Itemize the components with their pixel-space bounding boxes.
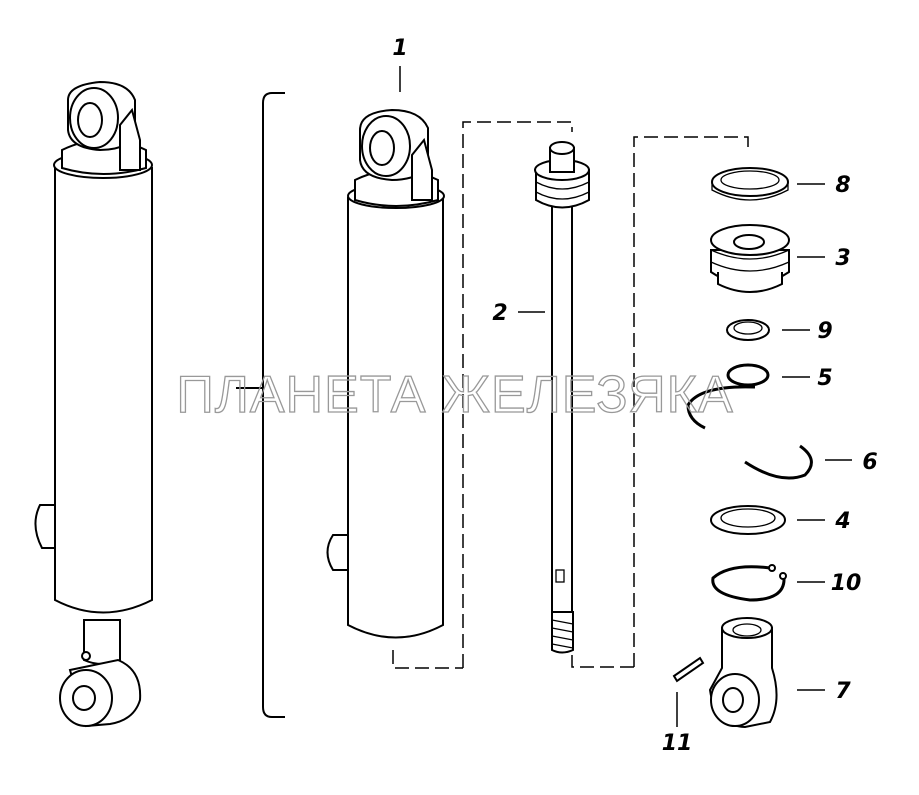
callout-1: 1 [392, 36, 407, 61]
pin-11 [672, 656, 705, 683]
side-port [34, 504, 57, 549]
callout-10: 10 [831, 571, 862, 596]
ring-4 [710, 505, 786, 535]
callout-9: 9 [817, 319, 832, 344]
cylinder-body [326, 108, 445, 639]
ring-8 [711, 167, 789, 201]
ring-9 [726, 319, 770, 341]
piston-rod [534, 141, 590, 654]
callout-7: 7 [835, 679, 851, 704]
snap-ring-6 [686, 385, 813, 480]
retaining-ring-10 [711, 564, 787, 602]
callout-4: 4 [834, 509, 850, 534]
rod-group-line [462, 121, 573, 668]
eye-7 [708, 617, 778, 729]
seal-group-line [633, 136, 749, 667]
watermark: ПЛАНЕТА ЖЕЛЕЗЯКА [176, 366, 733, 424]
callout-11: 11 [662, 731, 693, 756]
callout-2: 2 [492, 301, 507, 326]
assembly-bracket [262, 92, 285, 718]
assembled-cylinder [34, 80, 153, 728]
callout-3: 3 [835, 246, 850, 271]
piston-3 [710, 224, 790, 293]
callout-5: 5 [817, 366, 832, 391]
callout-8: 8 [835, 173, 850, 198]
callout-6: 6 [862, 450, 877, 475]
ring-5 [726, 363, 770, 387]
